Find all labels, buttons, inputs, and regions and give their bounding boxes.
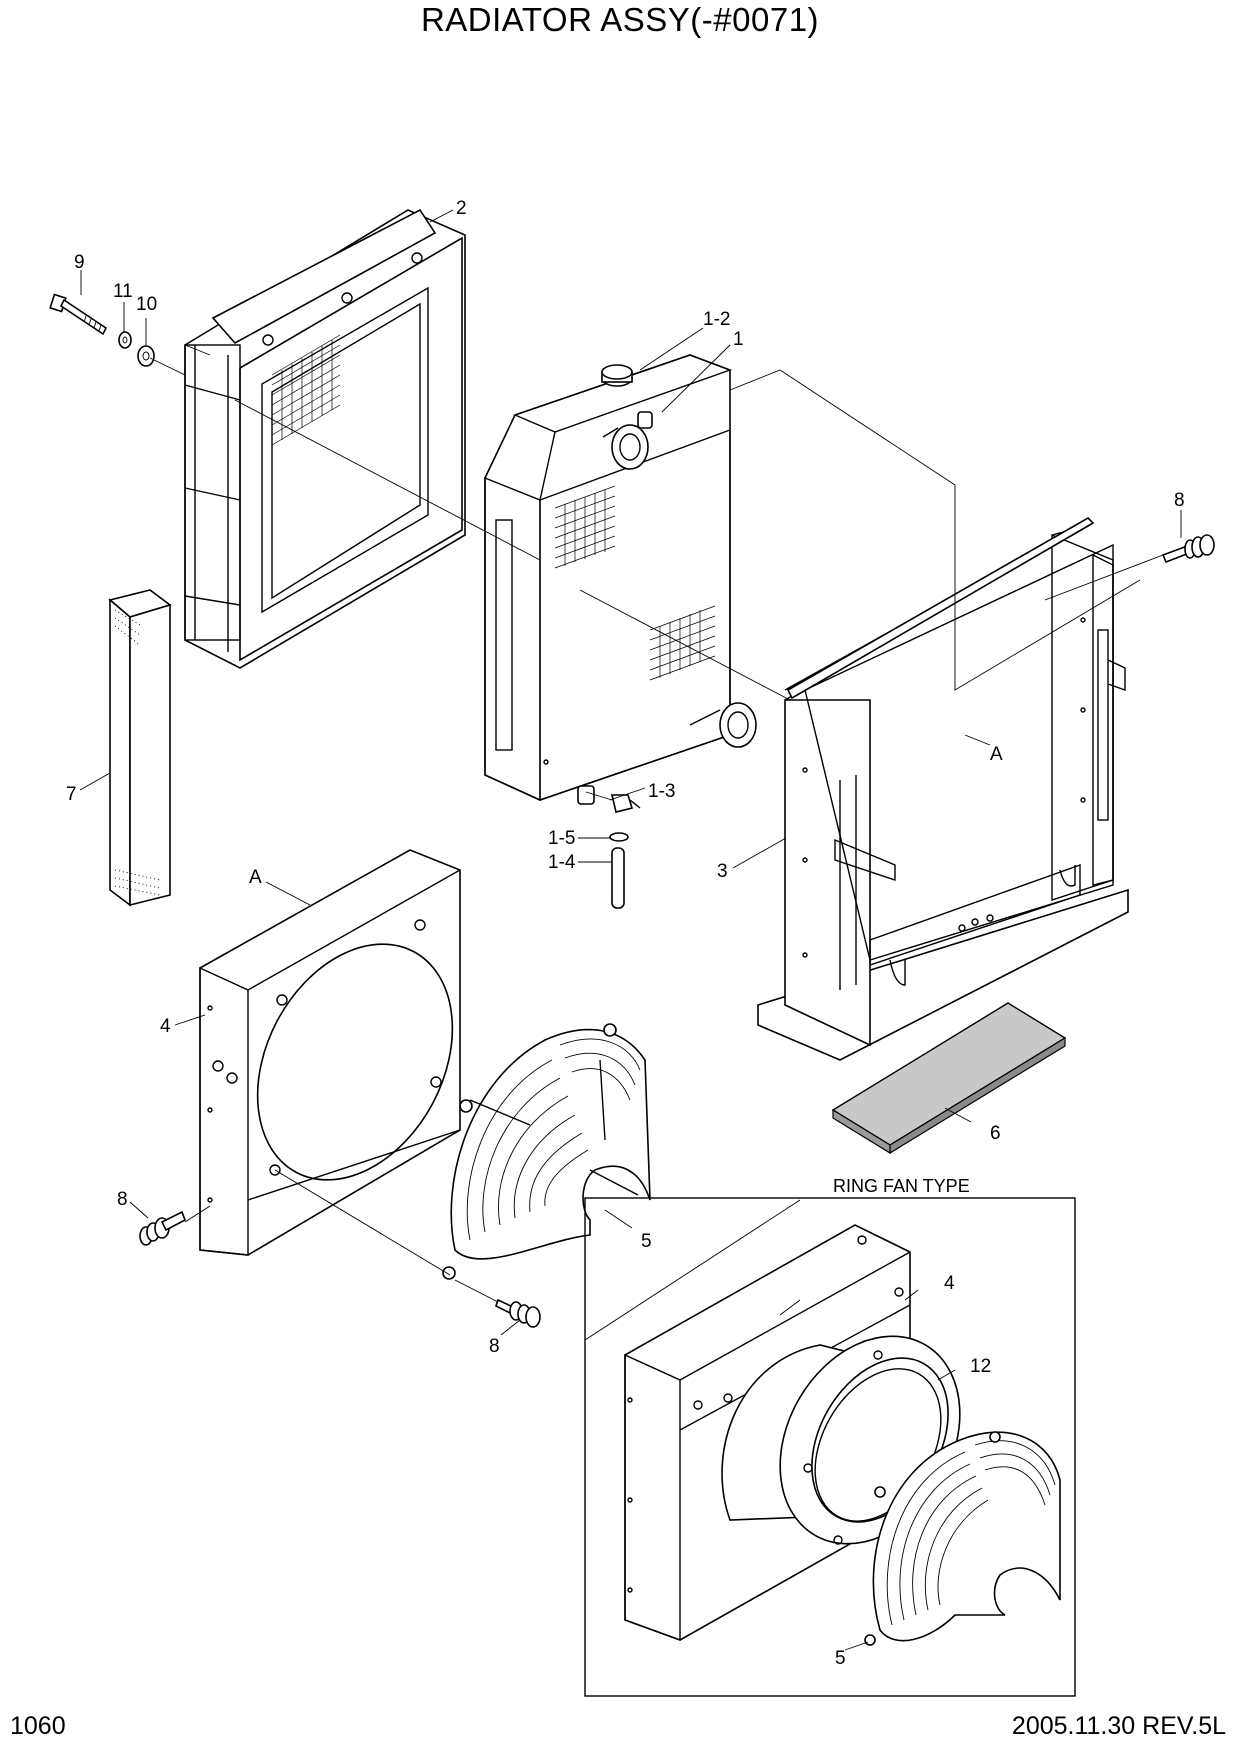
revision-date: 2005.11.30 REV.5L <box>1011 1712 1226 1740</box>
callout-labels: 2 9 11 10 1-2 1 8 A 7 1-3 1-5 1-4 3 A 4 … <box>66 198 1185 1669</box>
mesh-patch-icon <box>271 334 341 446</box>
leader-12 <box>937 1369 956 1381</box>
outlet-pipe-icon <box>689 702 757 748</box>
callout-3: 3 <box>717 861 728 882</box>
inlet-pipe-icon <box>602 424 649 470</box>
page-number: 1060 <box>10 1712 66 1740</box>
callout-10: 10 <box>136 294 157 315</box>
callout-8-left: 8 <box>117 1189 128 1210</box>
fan-guard-part <box>442 1023 651 1280</box>
callout-1-3: 1-3 <box>648 781 675 802</box>
callout-1-4: 1-4 <box>548 852 576 873</box>
radiator-core-part <box>484 354 757 805</box>
fan-shroud-part <box>199 849 461 1256</box>
callout-5-ring: 5 <box>835 1648 846 1669</box>
ring-fan-type-inset: RING FAN TYPE <box>584 1176 1076 1697</box>
callout-7: 7 <box>66 784 77 805</box>
inset-leader <box>584 1199 801 1341</box>
callout-8-top: 8 <box>1174 490 1185 511</box>
callout-4: 4 <box>160 1016 171 1037</box>
callout-11: 11 <box>113 281 133 302</box>
callout-1-2: 1-2 <box>703 309 730 330</box>
bolt-with-washers-part-left <box>139 1210 186 1246</box>
rubber-pad-part <box>831 1002 1067 1155</box>
radiator-shroud-frame-part <box>184 208 466 669</box>
spring-washer-part <box>118 331 132 349</box>
bolt-part <box>49 293 108 336</box>
explosion-lines <box>149 357 1164 1303</box>
callout-1-5: 1-5 <box>548 828 575 849</box>
callout-1: 1 <box>733 329 744 350</box>
foam-seal-part <box>108 589 172 907</box>
callout-5: 5 <box>641 1231 652 1252</box>
bolt-with-washers-part-bottom <box>495 1298 541 1328</box>
leader-4-ring <box>904 1289 919 1301</box>
callout-8-bottom: 8 <box>489 1336 500 1357</box>
callout-4-ring: 4 <box>944 1273 955 1294</box>
mesh-patch-icon <box>554 485 716 681</box>
inset-title: RING FAN TYPE <box>833 1176 970 1196</box>
callout-9: 9 <box>74 252 85 273</box>
flat-washer-part <box>137 345 155 367</box>
callout-6: 6 <box>990 1123 1001 1144</box>
callout-12: 12 <box>970 1356 991 1377</box>
leader-5-ring <box>844 1641 869 1651</box>
callout-A-left: A <box>249 867 262 888</box>
bolt-with-washers-part-top <box>1161 534 1215 564</box>
drain-parts <box>609 794 641 909</box>
fan-guard-ring-part <box>864 1431 1061 1646</box>
callout-A-right: A <box>990 744 1003 765</box>
callout-2: 2 <box>456 198 467 219</box>
radiator-support-bracket-part <box>757 517 1129 1061</box>
page-title: RADIATOR ASSY(-#0071) <box>420 1 820 38</box>
radiator-cap-icon <box>601 364 633 387</box>
inset-frame <box>584 1197 1076 1697</box>
leader-lines <box>79 209 1182 1336</box>
